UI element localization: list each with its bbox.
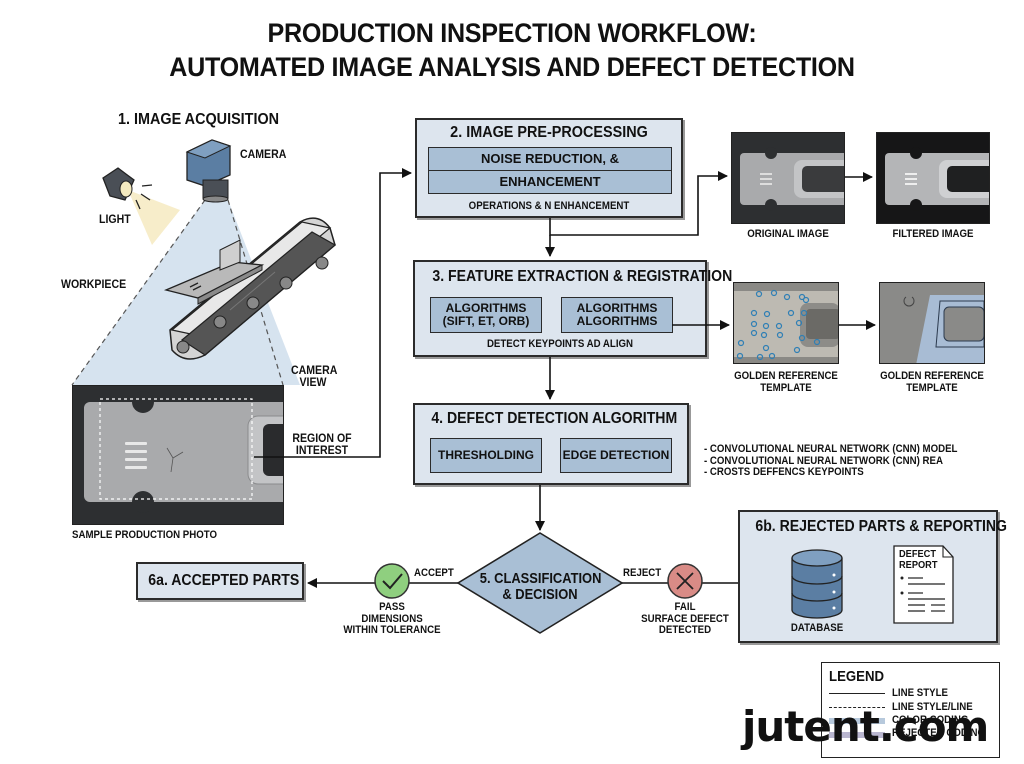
golden-reference-caption-2: GOLDEN REFERENCE TEMPLATE bbox=[880, 370, 984, 394]
accepted-parts-title: 6a. ACCEPTED PARTS bbox=[148, 572, 300, 589]
watermark: jutent.com bbox=[742, 702, 989, 751]
accepted-parts-box: 6a. ACCEPTED PARTS bbox=[136, 562, 304, 600]
acquisition-illustration bbox=[71, 139, 337, 386]
golden-template-image bbox=[879, 282, 985, 364]
camera-view-edge-left bbox=[71, 199, 206, 386]
pass-text: PASS DIMENSIONS WITHIN TOLERANCE bbox=[343, 601, 441, 636]
camera-view-label: CAMERA VIEW bbox=[291, 363, 338, 389]
step1-title: 1. IMAGE ACQUISITION bbox=[118, 111, 280, 128]
golden-reference-caption-1: GOLDEN REFERENCE TEMPLATE bbox=[734, 370, 838, 394]
enhancement-row: ENHANCEMENT bbox=[428, 170, 672, 194]
database-icon bbox=[791, 549, 843, 619]
step3-caption: DETECT KEYPOINTS AD ALIGN bbox=[486, 338, 634, 350]
rejected-parts-title: 6b. REJECTED PARTS & REPORTING bbox=[755, 518, 1008, 535]
arrow-preprocessing-to-original bbox=[549, 171, 728, 236]
database-label: DATABASE bbox=[790, 622, 844, 634]
rejected-parts-box: 6b. REJECTED PARTS & REPORTING bbox=[738, 510, 1008, 643]
edge-detection-box: EDGE DETECTION bbox=[560, 438, 672, 473]
legend-color-swatch-1 bbox=[829, 718, 885, 724]
filtered-image-caption: FILTERED IMAGE bbox=[892, 228, 974, 240]
sample-production-photo bbox=[72, 385, 284, 525]
workpiece-label: WORKPIECE bbox=[61, 277, 127, 291]
original-image-caption: ORIGINAL IMAGE bbox=[747, 228, 829, 240]
conveyor-belt-icon bbox=[169, 217, 337, 360]
step4-defect-detection-box: 4. DEFECT DETECTION ALGORITHM THRESHOLDI… bbox=[413, 403, 689, 485]
legend-box: LEGEND LINE STYLE LINE STYLE/LINE COLOR … bbox=[821, 662, 1000, 758]
step2-preprocessing-box: 2. IMAGE PRE-PROCESSING NOISE REDUCTION,… bbox=[415, 118, 683, 218]
reject-label: REJECT bbox=[623, 567, 662, 579]
legend-item-2: LINE STYLE/LINE bbox=[892, 701, 973, 713]
step4-notes: - CONVOLUTIONAL NEURAL NETWORK (CNN) MOD… bbox=[704, 443, 992, 479]
step3-title: 3. FEATURE EXTRACTION & REGISTRATION bbox=[432, 268, 733, 285]
legend-item-1: LINE STYLE bbox=[892, 687, 948, 699]
defect-report-icon bbox=[893, 545, 954, 624]
decision-diamond bbox=[456, 532, 624, 634]
step4-title: 4. DEFECT DETECTION ALGORITHM bbox=[431, 410, 678, 427]
note-1: - CONVOLUTIONAL NEURAL NETWORK (CNN) MOD… bbox=[704, 443, 958, 455]
diagram-title-line1: PRODUCTION INSPECTION WORKFLOW: bbox=[267, 18, 757, 48]
pass-check-icon bbox=[374, 563, 410, 599]
fail-text: FAIL SURFACE DEFECT DETECTED bbox=[641, 601, 729, 636]
legend-title: LEGEND bbox=[829, 668, 885, 685]
camera-label: CAMERA bbox=[240, 147, 287, 161]
step3-feature-extraction-box: 3. FEATURE EXTRACTION & REGISTRATION ALG… bbox=[413, 260, 733, 357]
legend-solid-line-swatch bbox=[829, 693, 885, 694]
light-beam bbox=[128, 190, 180, 245]
step2-caption: OPERATIONS & N ENHANCEMENT bbox=[468, 200, 630, 212]
light-label: LIGHT bbox=[99, 212, 131, 226]
alignment-algorithms-box: ALGORITHMS ALGORITHMS bbox=[561, 297, 673, 333]
legend-item-3: COLOR CODING bbox=[892, 714, 969, 726]
note-3: - CROSTS DEFFENCS KEYPOINTS bbox=[704, 466, 864, 478]
region-of-interest-label: REGION OF INTEREST bbox=[292, 431, 352, 457]
keypoint-markers bbox=[736, 289, 821, 361]
note-2: - CONVOLUTIONAL NEURAL NETWORK (CNN) REA bbox=[704, 454, 943, 467]
workpiece-icon bbox=[163, 239, 265, 305]
thresholding-box: THRESHOLDING bbox=[430, 438, 542, 473]
diagram-title-line2: AUTOMATED IMAGE ANALYSIS AND DEFECT DETE… bbox=[169, 52, 855, 82]
sift-algorithms-box: ALGORITHMS (SIFT, ET, ORB) bbox=[430, 297, 542, 333]
photo-caption: SAMPLE PRODUCTION PHOTO bbox=[72, 529, 218, 541]
crack-defect bbox=[166, 447, 184, 473]
fail-x-icon bbox=[667, 563, 703, 599]
decision-title: 5. CLASSIFICATION & DECISION bbox=[479, 570, 602, 603]
legend-color-swatch-2 bbox=[829, 732, 885, 738]
camera-icon bbox=[185, 139, 232, 203]
light-icon bbox=[102, 167, 153, 210]
accept-label: ACCEPT bbox=[414, 567, 454, 579]
legend-dashed-line-swatch bbox=[829, 707, 885, 708]
arrow-roi-to-preprocessing bbox=[254, 168, 412, 458]
filtered-image bbox=[876, 132, 990, 224]
defect-report-title: DEFECT REPORT bbox=[899, 548, 938, 571]
keypoints-image bbox=[733, 282, 839, 364]
original-image bbox=[731, 132, 845, 224]
legend-item-4: REJECTED CODING bbox=[892, 727, 986, 739]
step2-title: 2. IMAGE PRE-PROCESSING bbox=[450, 124, 648, 141]
